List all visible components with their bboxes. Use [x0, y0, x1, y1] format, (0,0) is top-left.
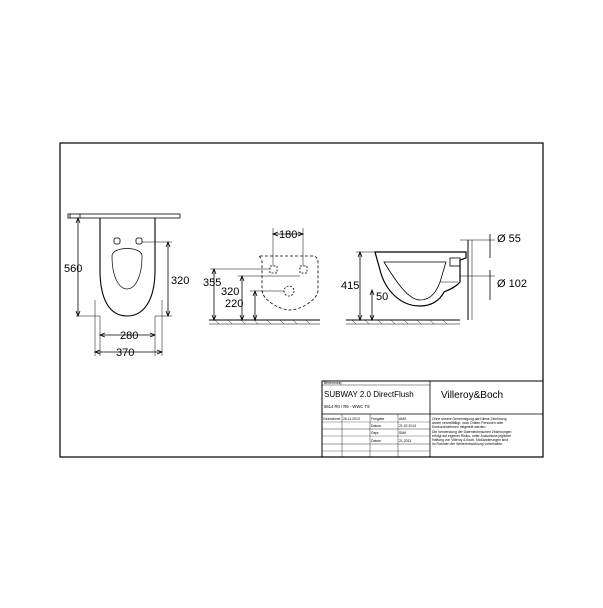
row-initials: AMS — [399, 417, 407, 421]
row-label: Datum — [371, 439, 381, 443]
front-view — [67, 213, 181, 356]
drawing-frame — [59, 142, 544, 458]
row-role-date: 21.2013 — [399, 439, 411, 443]
notice-line: Haftung von Villeroy & Boch. Maßänderung… — [432, 438, 508, 442]
dim-front-width-total: 370 — [116, 347, 134, 359]
row-label: Gepr. — [371, 431, 379, 435]
notice-line: weder vervielfältigt, noch Dritten Perso… — [432, 421, 504, 425]
dim-rear-hole-spacing: 180 — [279, 229, 297, 241]
dim-rear-355: 355 — [203, 277, 221, 289]
article-code: 5614 R0 / R6 - WWC TS — [324, 404, 370, 409]
product-name: SUBWAY 2.0 DirectFlush — [324, 390, 414, 399]
dim-front-height-inner: 320 — [171, 275, 189, 287]
notice-line: erfolgt auf eigenes Risiko, unter Aussch… — [432, 434, 512, 438]
row-role-date: 21.02.2013 — [399, 424, 416, 428]
notice-line: Ohne unsere Genehmigung darf diese Zeich… — [432, 417, 507, 421]
row-label: Gezeichnet — [323, 417, 340, 421]
dim-front-width-inner: 280 — [120, 330, 138, 342]
notice-line: Die Verwendung der Datentechnischen Zeic… — [432, 430, 511, 434]
row-role: Freigabe — [371, 417, 384, 421]
notice-line: im Rahmen der Weiterentwicklung vorbehal… — [432, 442, 503, 446]
dim-rear-320: 320 — [221, 286, 239, 298]
side-view — [346, 234, 495, 325]
title-block — [321, 380, 544, 458]
dim-side-height: 415 — [341, 280, 359, 292]
row-label: Datum — [371, 424, 381, 428]
dim-side-outlet-diameter: Ø 102 — [497, 278, 527, 290]
title-block-designation-label: Benennung — [324, 381, 341, 385]
dim-side-outlet-offset: 50 — [376, 291, 388, 303]
rear-view — [209, 228, 320, 325]
dim-front-height-total: 560 — [64, 263, 82, 275]
dim-side-inlet-diameter: Ø 55 — [497, 233, 521, 245]
dim-rear-220: 220 — [225, 298, 243, 310]
notice-line: Konkurrenzfirmen mitgeteilt werden. — [432, 425, 486, 429]
brand-name: Villeroy&Boch — [441, 390, 503, 401]
row-date: 26.11.2013 — [343, 417, 360, 421]
row-initials: SMK — [399, 431, 407, 435]
